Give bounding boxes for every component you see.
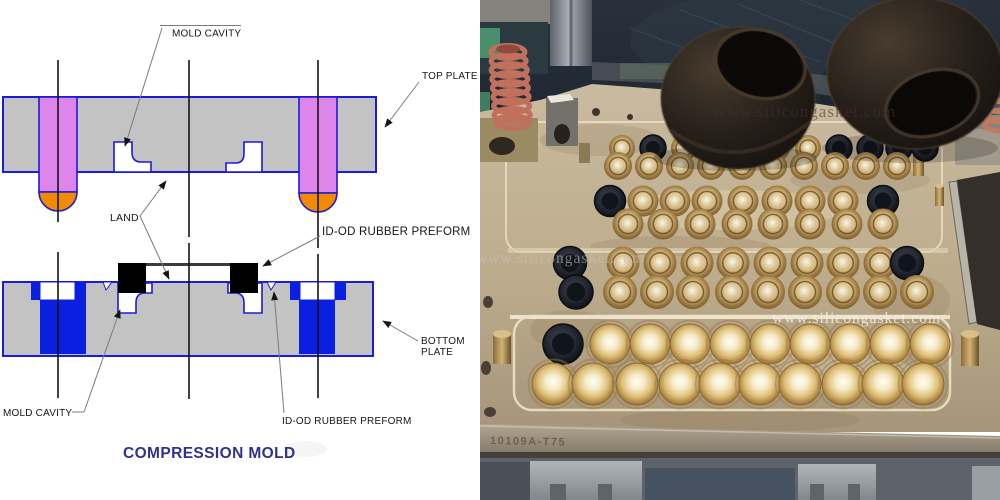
label-bottom-plate-1: BOTTOM — [421, 336, 465, 347]
dome-cavity — [897, 358, 949, 410]
ring-cavity — [761, 185, 793, 217]
fixtures — [480, 43, 1000, 163]
rubber-rings — [653, 0, 1000, 171]
photo-bottom: 10109A-T75 — [480, 424, 1000, 500]
ring-cavity — [676, 275, 710, 309]
ring-cavity — [603, 275, 637, 309]
watermark-top: www.silicongasket.com — [713, 102, 896, 121]
mold-engraving: 10109A-T75 — [490, 435, 566, 449]
watermark-lower: www.silicongasket.com — [772, 310, 941, 327]
dome-cavity — [654, 358, 706, 410]
dome-cavity — [774, 358, 826, 410]
ring-cavity — [826, 246, 860, 280]
rubber-preform-in-cavity — [593, 184, 627, 218]
concrete-patch — [480, 0, 550, 24]
label-land: LAND — [110, 212, 139, 224]
rubber-preform-in-cavity — [542, 323, 584, 365]
rubber-preform-left — [118, 263, 146, 293]
ring-cavity — [640, 275, 674, 309]
label-preform-top: ID-OD RUBBER PREFORM — [322, 226, 470, 238]
rubber-preform-right — [230, 263, 258, 293]
ring-cavity — [604, 152, 632, 180]
top-cavity-right — [225, 141, 263, 173]
rubber-preform-in-cavity — [866, 184, 900, 218]
ring-cavity — [867, 208, 899, 240]
ring-cavity — [821, 152, 849, 180]
bolt-hole-right — [290, 281, 346, 354]
ring-cavity — [757, 208, 789, 240]
centerlines — [57, 60, 319, 399]
ring-cavity — [721, 208, 753, 240]
dome-cavity — [857, 358, 909, 410]
vent-notch-left — [102, 281, 113, 292]
ring-cavity — [715, 275, 749, 309]
clamp-right — [798, 464, 876, 500]
bottom-plate — [2, 263, 374, 357]
leader-lines — [72, 25, 420, 414]
green-part-lower — [480, 92, 490, 116]
ring-cavity — [788, 275, 822, 309]
ring-cavity — [684, 208, 716, 240]
small-brass-pin — [579, 143, 590, 163]
ring-cavity — [751, 275, 785, 309]
ring-cavity — [900, 275, 934, 309]
clamp-edge — [972, 466, 1000, 500]
ring-lower-highlight — [668, 120, 812, 155]
ring-cavity — [606, 246, 640, 280]
dome-cavity — [611, 358, 663, 410]
ring-cavity — [647, 208, 679, 240]
ring-cavity — [831, 208, 863, 240]
rubber-ring-left — [659, 25, 817, 171]
dome-cavity — [817, 358, 869, 410]
rail-shadow-area — [957, 172, 1000, 330]
watermarks: www.silicongasket.com www.silicongasket.… — [480, 102, 941, 327]
rubber-preform-in-cavity — [558, 274, 594, 310]
ring-cavity — [863, 275, 897, 309]
label-top-plate: TOP PLATE — [422, 71, 478, 82]
dome-cavity — [567, 358, 619, 410]
label-bottom-plate-2: PLATE — [421, 347, 453, 358]
insert-frame-lower — [512, 314, 952, 412]
ring-cavity — [790, 152, 818, 180]
ring-cavity — [643, 246, 677, 280]
ring-cavity — [612, 208, 644, 240]
ring-cavity — [852, 152, 880, 180]
mold-photo: www.silicongasket.com www.silicongasket.… — [480, 0, 1000, 500]
ring-cavity — [753, 246, 787, 280]
diagram-caption: COMPRESSION MOLD — [123, 445, 296, 462]
dome-cavity — [527, 358, 579, 410]
label-mold-cavity-bottom: MOLD CAVITY — [3, 408, 72, 419]
vent-notch-right — [266, 281, 277, 292]
label-preform-bottom: ID-OD RUBBER PREFORM — [282, 416, 412, 427]
ring-cavity — [680, 246, 714, 280]
rubber-ring-right — [825, 0, 1000, 151]
faded-watermark-smudge — [283, 441, 327, 457]
watermark-middle: www.silicongasket.com — [480, 250, 645, 267]
ring-cavity — [666, 152, 694, 180]
rubber-preform-in-cavity — [889, 245, 925, 281]
ring-cavity — [883, 152, 911, 180]
ring-cavity — [794, 208, 826, 240]
ring-cavity — [827, 185, 859, 217]
ring-cavity — [790, 246, 824, 280]
diagram-labels: MOLD CAVITY TOP PLATE LAND ID-OD RUBBER … — [3, 29, 478, 463]
ring-cavity — [794, 185, 826, 217]
ring-cavity — [716, 246, 750, 280]
margin-holes — [481, 108, 633, 417]
compression-mold-diagram: MOLD CAVITY TOP PLATE LAND ID-OD RUBBER … — [2, 25, 478, 463]
ring-cavity — [635, 152, 663, 180]
top-cavity-left — [113, 141, 152, 173]
ring-cavity — [627, 185, 659, 217]
label-mold-cavity-top: MOLD CAVITY — [172, 29, 241, 40]
ring-cavity — [659, 185, 691, 217]
dome-cavity — [734, 358, 786, 410]
ring-cavity — [826, 275, 860, 309]
spring-top — [496, 44, 520, 54]
clamp-left — [530, 461, 642, 500]
dome-cavity — [694, 358, 746, 410]
bolt-hole-left — [31, 281, 86, 354]
